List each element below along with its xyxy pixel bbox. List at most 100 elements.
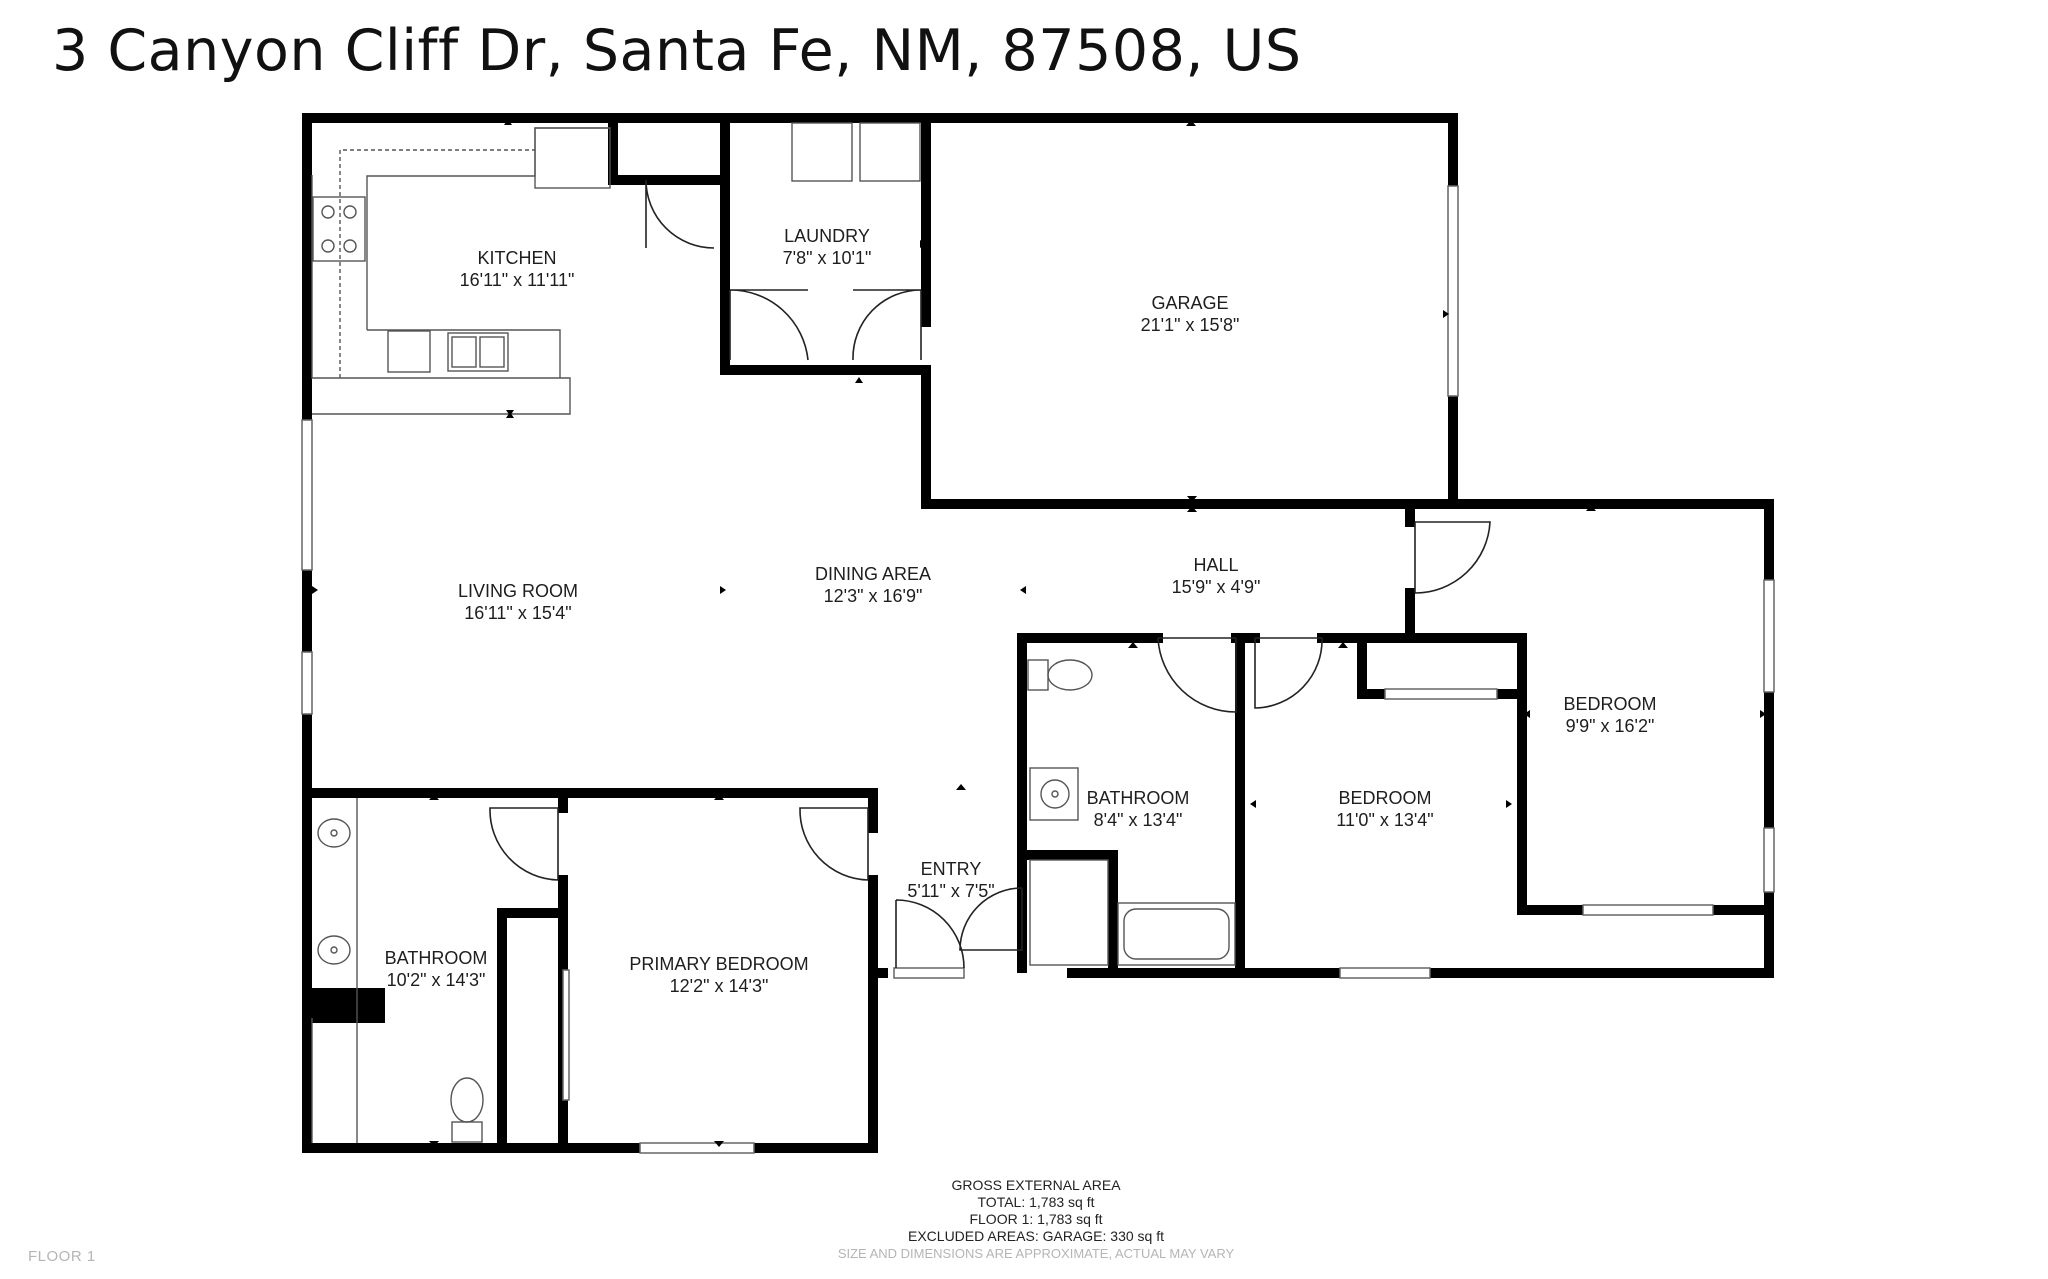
tick [429, 794, 439, 800]
tick [504, 119, 512, 125]
room-label-living-room: LIVING ROOM 16'11" x 15'4" [458, 580, 578, 624]
bathtub-icon [1117, 902, 1236, 966]
tick [1020, 586, 1026, 594]
window-icon [1384, 688, 1498, 700]
room-name: PRIMARY BEDROOM [629, 954, 809, 974]
primary-suite-top-wall [302, 788, 878, 833]
room-name: BEDROOM [1338, 788, 1432, 808]
door-swing-icon [852, 289, 922, 361]
page-title: 3 Canyon Cliff Dr, Santa Fe, NM, 87508, … [52, 18, 1302, 84]
tick [506, 412, 514, 418]
room-dims: 10'2" x 14'3" [386, 970, 486, 990]
walls [302, 113, 1774, 1153]
primary-closet-wall [497, 908, 568, 1153]
door-swing-icon [1414, 521, 1491, 594]
door-swing-icon [489, 807, 559, 881]
pantry-wall [608, 113, 730, 185]
primary-bath-fixtures [311, 798, 484, 1143]
room-label-bedroom-east: BEDROOM 9'9" x 16'2" [1563, 693, 1656, 737]
kitchen-counter-back [367, 329, 561, 378]
area-heading: GROSS EXTERNAL AREA [951, 1177, 1121, 1193]
room-dims: 16'11" x 15'4" [464, 603, 572, 623]
window-icon [1582, 904, 1714, 916]
window-icon [301, 651, 313, 715]
dryer-icon [859, 122, 921, 182]
room-dims: 5'11" x 7'5" [907, 881, 995, 901]
room-name: DINING AREA [814, 564, 932, 584]
room-dims: 16'11" x 11'11" [459, 270, 575, 290]
room-label-bathroom-hall: BATHROOM 8'4" x 13'4" [1087, 787, 1190, 831]
sink-icon [317, 935, 351, 965]
room-name: BATHROOM [1086, 788, 1190, 808]
windows [301, 185, 1775, 1154]
door-swing-icon [799, 807, 869, 881]
range-hood [534, 127, 611, 189]
tick [1760, 710, 1766, 718]
room-name: LIVING ROOM [457, 581, 579, 601]
room-label-entry: ENTRY 5'11" x 7'5" [907, 858, 994, 902]
door-swing-icon [645, 179, 715, 249]
tick [1187, 506, 1197, 512]
tick [1338, 642, 1348, 648]
stove-icon [312, 196, 366, 262]
window-icon [1763, 579, 1775, 693]
room-name: KITCHEN [477, 248, 557, 268]
room-name: BATHROOM [384, 948, 488, 968]
bedroom-east-west-wall-2 [1405, 588, 1774, 915]
toilet-icon [1027, 659, 1093, 691]
tick [1443, 310, 1449, 318]
linen-closet [1017, 850, 1118, 973]
kitchen-counter-upper [366, 127, 610, 330]
toilet-icon [450, 1077, 484, 1143]
room-name: HALL [1193, 555, 1239, 575]
kitchen-fixtures [311, 127, 611, 415]
area-floor: FLOOR 1: 1,783 sq ft [969, 1211, 1103, 1227]
dishwasher-icon [387, 330, 431, 373]
floor-label: FLOOR 1 [28, 1248, 96, 1265]
room-name: LAUNDRY [784, 226, 870, 246]
tick [714, 794, 724, 800]
tick [720, 586, 726, 594]
tick [723, 240, 729, 248]
room-name: GARAGE [1151, 293, 1229, 313]
window-icon [639, 1142, 755, 1154]
dimension-ticks [312, 119, 1766, 1147]
door-swing-icon [1157, 637, 1237, 713]
doors [489, 179, 1491, 969]
door-swing-icon [729, 289, 809, 361]
closet-wall [1357, 633, 1517, 699]
room-dims: 15'9" x 4'9" [1171, 577, 1261, 597]
exterior-wall-west [302, 113, 878, 1153]
area-total: TOTAL: 1,783 sq ft [977, 1194, 1095, 1210]
sink-icon [447, 332, 509, 372]
room-dims: 11'0" x 13'4" [1336, 810, 1434, 830]
laundry-west-wall [720, 113, 931, 375]
tick [312, 586, 318, 594]
hall-bath-fixtures [1027, 659, 1236, 966]
room-label-kitchen: KITCHEN 16'11" x 11'11" [460, 247, 575, 291]
linen-closet-fill [1029, 859, 1109, 966]
tick [1128, 642, 1138, 648]
room-dims: 7'8" x 10'1" [782, 248, 872, 268]
tick [1524, 710, 1530, 718]
door-swing-icon [959, 887, 1023, 951]
door-swing-icon [1254, 637, 1323, 709]
room-label-laundry: LAUNDRY 7'8" x 10'1" [783, 225, 872, 269]
tick [714, 1141, 724, 1147]
bath-vanity-block [307, 988, 385, 1023]
room-dims: 12'2" x 14'3" [669, 976, 769, 996]
kitchen-dashed-upper [339, 149, 535, 378]
area-excluded: EXCLUDED AREAS: GARAGE: 330 sq ft [908, 1228, 1164, 1244]
tick [924, 310, 930, 318]
sink-icon [317, 818, 351, 848]
window-icon [1447, 185, 1459, 397]
window-icon [893, 967, 965, 979]
room-label-hall: HALL 15'9" x 4'9" [1172, 554, 1261, 598]
room-dims: 8'4" x 13'4" [1093, 810, 1183, 830]
tick [1186, 120, 1196, 126]
room-label-garage: GARAGE 21'1" x 15'8" [1141, 292, 1240, 336]
window-icon [562, 969, 570, 1101]
kitchen-counter [311, 175, 571, 415]
tick [1187, 496, 1197, 502]
